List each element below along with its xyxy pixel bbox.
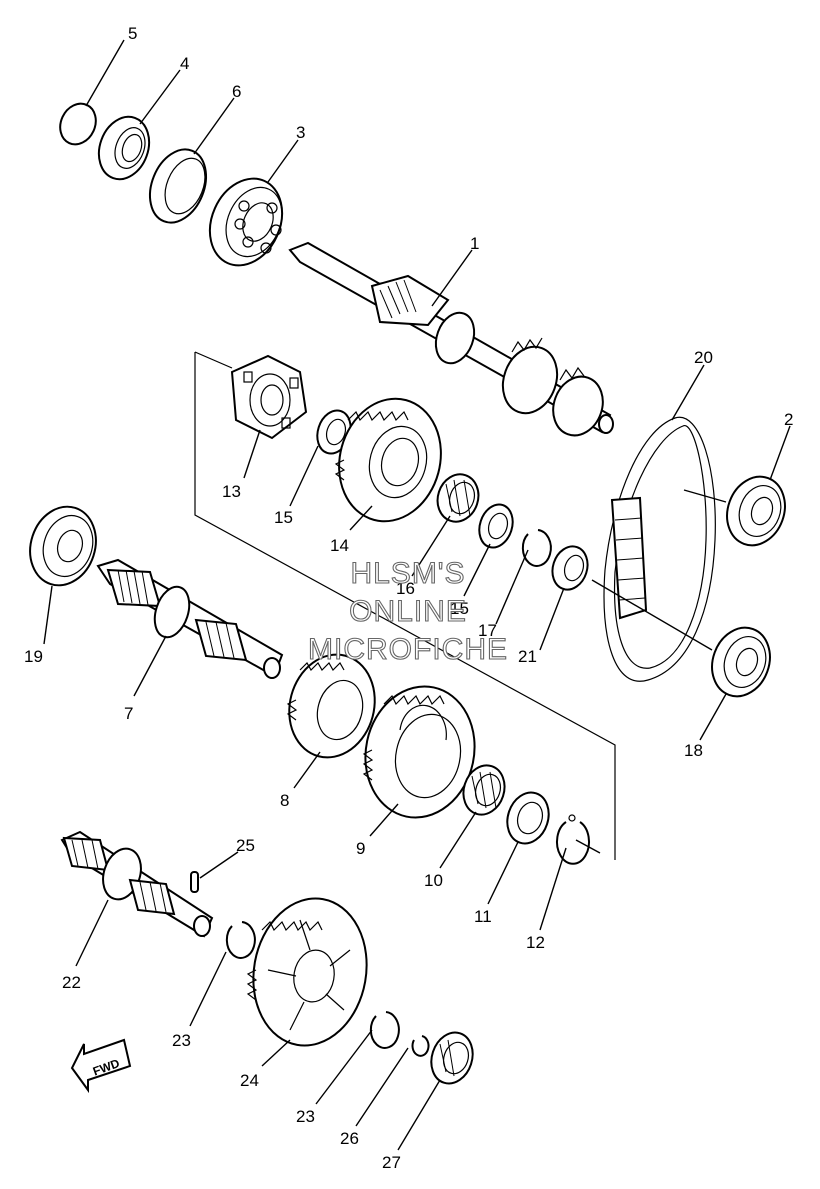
part-25-pin[interactable] <box>190 871 199 893</box>
part-5-o-ring[interactable] <box>54 98 103 150</box>
part-26-circlip-small[interactable] <box>411 1035 430 1057</box>
label-11[interactable]: 11 <box>474 907 492 926</box>
part-17-circlip[interactable] <box>521 529 552 567</box>
watermark-line-3: MICROFICHE <box>308 633 508 666</box>
part-7-drive-axle[interactable] <box>96 558 284 679</box>
part-6-collar[interactable] <box>140 141 217 231</box>
part-23-circlip-upper[interactable] <box>225 921 256 959</box>
part-23-circlip-lower[interactable] <box>369 1011 400 1049</box>
label-21[interactable]: 21 <box>518 647 537 666</box>
label-15-lower[interactable]: 15 <box>450 599 469 618</box>
label-5[interactable]: 5 <box>128 24 137 43</box>
part-15-washer-lower[interactable] <box>474 500 518 552</box>
label-3[interactable]: 3 <box>296 123 305 142</box>
part-18-bearing[interactable] <box>703 620 780 705</box>
label-9[interactable]: 9 <box>356 839 365 858</box>
part-19-bearing[interactable] <box>20 498 106 594</box>
label-10[interactable]: 10 <box>424 871 443 890</box>
label-23-lower[interactable]: 23 <box>296 1107 315 1126</box>
watermark: HLSM'S ONLINE MICROFICHE <box>307 556 508 666</box>
label-27[interactable]: 27 <box>382 1153 401 1172</box>
label-20[interactable]: 20 <box>694 348 713 367</box>
part-9-gear[interactable] <box>353 676 486 828</box>
label-1[interactable]: 1 <box>470 234 479 253</box>
part-10-needle-bearing[interactable] <box>457 760 510 820</box>
part-number-labels: 5 4 6 3 1 20 2 13 15 14 16 15 17 21 19 7… <box>24 24 793 1172</box>
part-1-main-axle[interactable] <box>288 241 614 442</box>
watermark-line-1: HLSM'S <box>350 557 465 590</box>
leader-lines <box>43 39 791 1151</box>
label-6[interactable]: 6 <box>232 82 241 101</box>
part-24-gear[interactable] <box>242 889 378 1054</box>
label-4[interactable]: 4 <box>180 54 189 73</box>
part-3-bearing[interactable] <box>197 167 296 277</box>
part-12-circlip[interactable] <box>556 814 590 865</box>
label-8[interactable]: 8 <box>280 791 289 810</box>
label-25[interactable]: 25 <box>236 836 255 855</box>
part-20-chain[interactable] <box>603 416 716 682</box>
part-14-gear[interactable] <box>326 387 455 533</box>
label-19[interactable]: 19 <box>24 647 43 666</box>
label-13[interactable]: 13 <box>222 482 241 501</box>
label-26[interactable]: 26 <box>340 1129 359 1148</box>
part-2-bearing[interactable] <box>718 469 795 554</box>
watermark-line-2: ONLINE <box>349 595 467 628</box>
label-7[interactable]: 7 <box>124 704 133 723</box>
part-27-bearing[interactable] <box>425 1027 479 1089</box>
fwd-arrow-icon: FWD <box>70 1038 132 1094</box>
label-18[interactable]: 18 <box>684 741 703 760</box>
sub-assembly-outline <box>194 351 616 860</box>
part-16-needle-bearing[interactable] <box>432 469 485 527</box>
label-17[interactable]: 17 <box>478 621 497 640</box>
part-11-washer[interactable] <box>501 787 555 849</box>
part-22-shaft[interactable] <box>60 830 214 938</box>
label-24[interactable]: 24 <box>240 1071 259 1090</box>
part-8-gear[interactable] <box>278 645 386 767</box>
part-13-dog-clutch[interactable] <box>230 354 308 440</box>
label-2[interactable]: 2 <box>784 410 793 429</box>
part-4-oil-seal[interactable] <box>91 110 158 187</box>
label-12[interactable]: 12 <box>526 933 545 952</box>
label-22[interactable]: 22 <box>62 973 81 992</box>
label-15-upper[interactable]: 15 <box>274 508 293 527</box>
label-14[interactable]: 14 <box>330 536 349 555</box>
label-23-upper[interactable]: 23 <box>172 1031 191 1050</box>
part-21-oil-seal[interactable] <box>547 542 593 594</box>
label-16[interactable]: 16 <box>396 579 415 598</box>
